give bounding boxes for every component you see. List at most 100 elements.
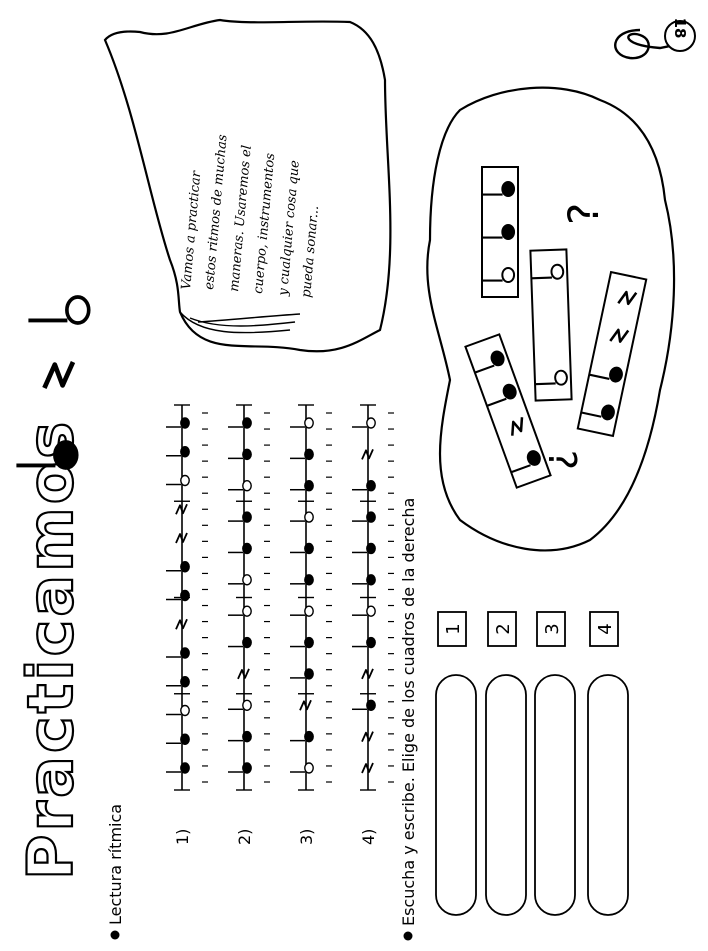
quarter-note-icon [481, 181, 516, 197]
rhythm-cloud: ¿ ? [426, 86, 676, 552]
quarter-note-icon [290, 448, 314, 461]
quarter-note-icon [588, 366, 623, 383]
quarter-note-icon [290, 668, 314, 680]
number-box: 2 [487, 611, 517, 647]
quarter-note-icon [166, 417, 190, 429]
half-note-icon [290, 762, 314, 774]
bullet-icon [403, 931, 413, 941]
quarter-note-icon [228, 730, 252, 743]
quarter-note-icon [474, 350, 505, 374]
rhythm-row: 1) [166, 404, 208, 845]
rhythm-row: 4) [352, 404, 394, 845]
quarter-note-icon [352, 480, 376, 492]
rhythm-exercises: 1) 2) 3) 4) [166, 404, 394, 845]
quarter-note-icon [290, 730, 314, 743]
quarter-note-icon [510, 450, 541, 474]
quarter-note-icon [290, 636, 314, 649]
quarter-note-icon [166, 589, 190, 602]
half-note-icon [166, 474, 190, 487]
quarter-note-icon [352, 636, 376, 649]
half-note-icon [228, 574, 252, 586]
symbol-legend [16, 295, 91, 470]
quarter-note-icon [166, 647, 190, 659]
rhythm-row: 3) [290, 404, 332, 845]
quarter-note-icon [166, 733, 190, 745]
half-note-icon [534, 369, 568, 386]
section2-heading: Escucha y escribe. Elige de los cuadros … [399, 498, 418, 926]
bullet-icon [110, 930, 120, 940]
section1-heading: Lectura rítmica [106, 804, 125, 925]
quarter-note-icon [166, 676, 190, 688]
quarter-rest-icon [609, 328, 630, 343]
rhythm-card[interactable] [481, 166, 519, 298]
quarter-rest-icon [361, 762, 374, 774]
answer-area: 1 2 3 4 [435, 611, 629, 916]
number-box-label: 2 [493, 623, 514, 634]
quarter-note-icon [481, 224, 516, 240]
legend-quarter-note-icon [16, 440, 79, 470]
half-note-icon [228, 605, 252, 617]
exercise-label: 2) [235, 829, 254, 845]
quarter-note-icon [228, 762, 252, 774]
half-note-icon [166, 704, 190, 717]
half-note-icon [481, 267, 516, 283]
quarter-rest-icon [299, 699, 312, 711]
section2-header: Escucha y escribe. Elige de los cuadros … [399, 498, 418, 941]
quarter-note-icon [228, 511, 252, 523]
exercise-label: 4) [359, 829, 378, 845]
quarter-rest-icon [361, 448, 374, 460]
quarter-note-icon [228, 542, 252, 555]
answer-pill[interactable] [485, 674, 527, 916]
quarter-rest-icon [175, 618, 188, 630]
page-title: Practicamos [14, 419, 87, 880]
half-note-icon [290, 511, 314, 523]
quarter-rest-icon [511, 417, 524, 436]
quarter-note-icon [352, 574, 376, 586]
legend-half-note-icon [28, 295, 91, 325]
rhythm-card[interactable] [464, 333, 552, 489]
rhythm-row: 2) [228, 404, 270, 845]
quarter-note-icon [166, 762, 190, 774]
quarter-rest-icon [361, 668, 374, 680]
quarter-rest-icon [361, 731, 374, 743]
quarter-note-icon [352, 542, 376, 555]
quarter-note-icon [352, 511, 376, 523]
number-box: 4 [589, 611, 619, 647]
number-box: 3 [536, 611, 566, 647]
answer-pill[interactable] [534, 674, 576, 916]
half-note-icon [290, 417, 314, 429]
quarter-rest-icon [617, 290, 638, 306]
section1-header: Lectura rítmica [106, 804, 125, 940]
question-close: ? [559, 203, 608, 225]
exercise-label: 1) [173, 829, 192, 845]
quarter-note-icon [228, 417, 252, 429]
legend-quarter-rest-icon [42, 361, 76, 389]
quarter-rest-icon [237, 668, 250, 680]
quarter-note-icon [228, 448, 252, 461]
number-box-label: 1 [443, 623, 464, 634]
answer-pill[interactable] [435, 674, 477, 916]
half-note-icon [352, 605, 376, 617]
quarter-note-icon [290, 480, 314, 492]
quarter-note-icon [352, 699, 376, 711]
quarter-note-icon [166, 446, 190, 458]
half-note-icon [228, 699, 252, 711]
half-note-icon [290, 605, 314, 617]
number-box-label: 3 [542, 623, 563, 634]
half-note-icon [530, 263, 565, 280]
quarter-note-icon [290, 542, 314, 555]
exercise-label: 3) [297, 829, 316, 845]
quarter-note-icon [290, 574, 314, 586]
quarter-note-icon [228, 636, 252, 649]
half-note-icon [228, 480, 252, 492]
number-box-label: 4 [595, 623, 616, 634]
rhythm-card[interactable] [576, 270, 648, 438]
rhythm-card[interactable] [529, 248, 573, 402]
page-number: 18 [671, 18, 689, 39]
quarter-note-icon [580, 404, 615, 421]
answer-pill[interactable] [587, 674, 629, 916]
quarter-rest-icon [175, 503, 188, 515]
treble-clef-icon [614, 28, 691, 60]
